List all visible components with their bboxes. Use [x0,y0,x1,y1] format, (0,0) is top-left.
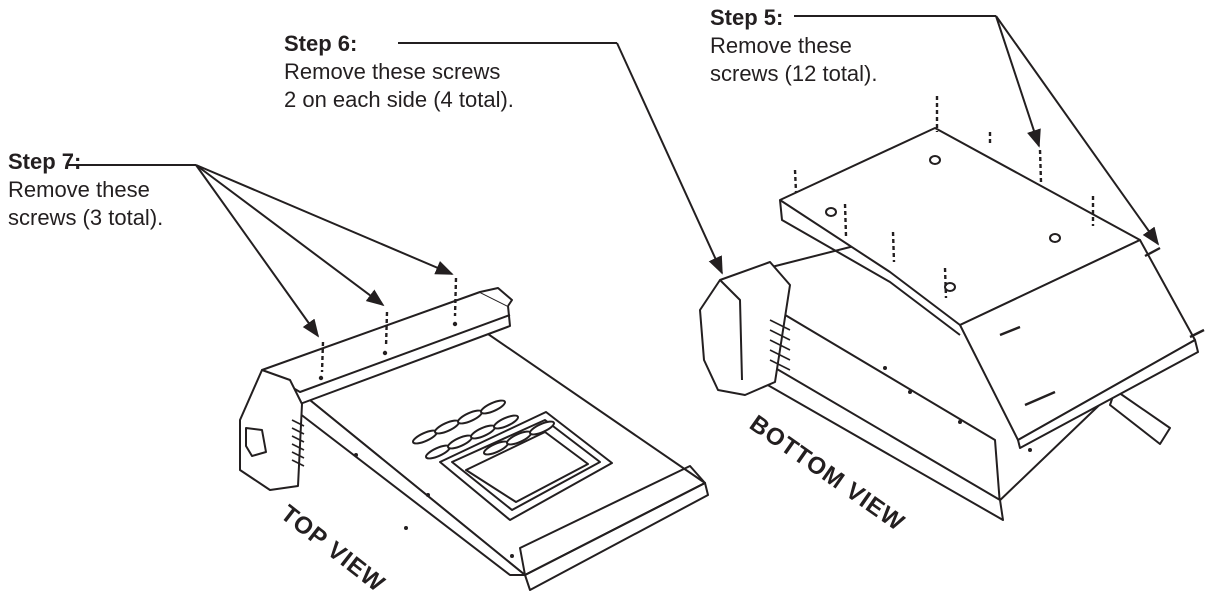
step7-callout: Step 7: Remove these screws (3 total). [8,148,163,232]
bottom-vents [769,319,791,371]
step5-line1: Remove these [710,33,852,58]
top-view-unit [239,277,709,591]
step7-line2: screws (3 total). [8,205,164,230]
step6-callout: Step 6: Remove these screws 2 on each si… [284,30,514,114]
bottom-end-cap [699,261,791,396]
top-screws [318,321,514,558]
step6-line2: 2 on each side (4 total). [284,87,514,112]
step7-title: Step 7: [8,149,82,174]
step5-title: Step 5: [710,5,784,30]
step7-line1: Remove these [8,177,150,202]
top-vents [412,399,555,460]
step6-title: Step 6: [284,31,358,56]
leader-lines [66,15,1160,338]
cover-holes [825,155,1061,292]
step5-line2: screws (12 total). [710,61,878,86]
side-vents [291,419,305,467]
bottom-view-unit [699,96,1205,521]
step6-line1: Remove these screws [284,59,501,84]
end-cap [239,369,303,491]
step5-callout: Step 5: Remove these screws (12 total). [710,4,878,88]
